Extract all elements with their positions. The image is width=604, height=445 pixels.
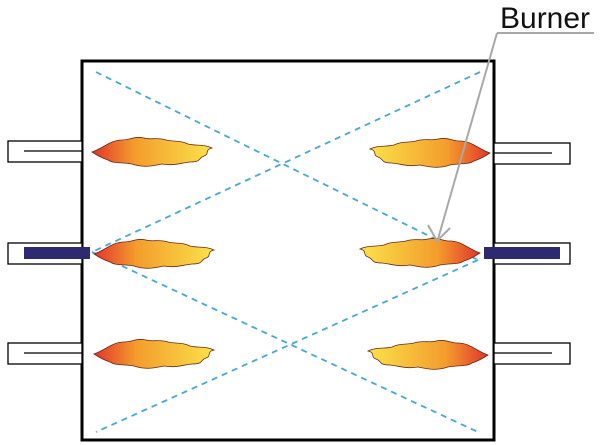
burner-icon: [7, 342, 83, 365]
burner-icon: [484, 242, 571, 265]
diagonal-line-top-left-bottom-right: [95, 71, 479, 261]
callout-arrow-line: [437, 32, 498, 240]
flame-icon: [93, 238, 215, 269]
burner-icon: [7, 140, 83, 163]
burner-icon: [493, 142, 571, 165]
flame-icon: [93, 338, 215, 369]
diagonal-line-top-right-bottom-left: [91, 71, 481, 253]
burner-icon: [7, 242, 90, 265]
flame-icon: [91, 136, 213, 167]
diagonal-line-lower-right: [95, 259, 479, 433]
flame-icon: [367, 339, 489, 370]
diagonal-line-lower-left: [91, 251, 479, 433]
callout-arrowhead: [427, 224, 451, 243]
burner-label: Burner: [500, 2, 590, 35]
flame-icon: [359, 237, 481, 268]
burner-icon: [493, 342, 571, 365]
flame-icon: [369, 137, 491, 168]
